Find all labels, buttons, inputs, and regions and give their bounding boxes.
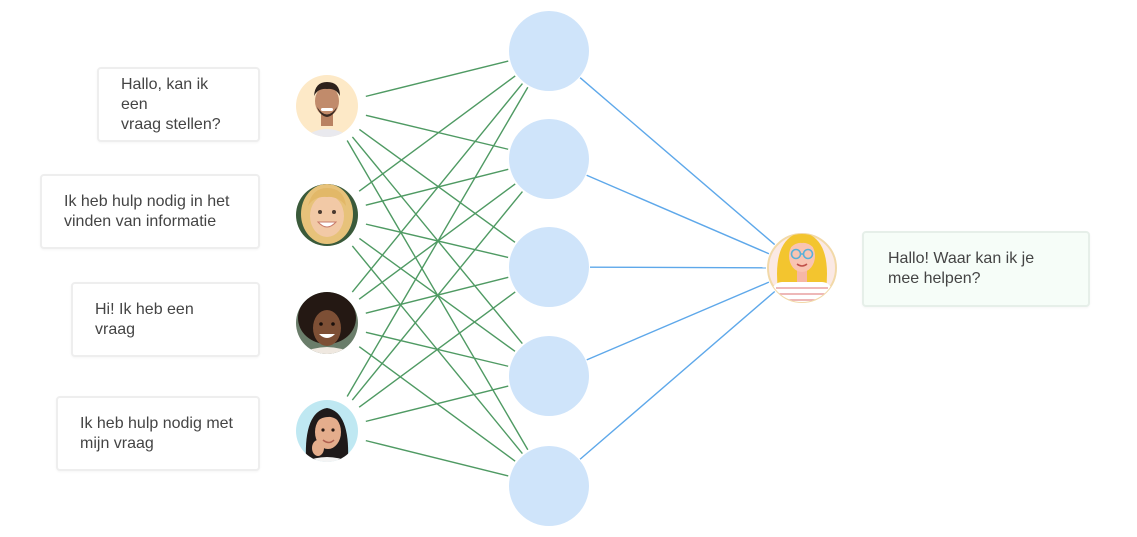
hidden-node — [509, 119, 589, 199]
input-connections — [346, 60, 529, 477]
input-connection-line — [351, 191, 523, 401]
user-message-text: Hi! Ik heb een vraag — [95, 300, 194, 338]
hidden-node — [509, 11, 589, 91]
output-connections — [579, 77, 776, 460]
output-connection-line — [589, 266, 767, 269]
assistant-reply-text: Hallo! Waar kan ik je mee helpen? — [888, 250, 1035, 287]
input-connection-line — [365, 223, 509, 259]
hidden-node — [509, 336, 589, 416]
input-connection-line — [365, 114, 509, 150]
hidden-node — [509, 227, 589, 307]
input-connection-line — [365, 385, 509, 423]
output-connection-line — [579, 77, 776, 246]
thinking-woman-avatar-icon — [296, 400, 358, 462]
user-message-text: Hallo, kan ik een vraag stellen? — [121, 75, 221, 133]
input-connection-line — [346, 86, 529, 397]
man-avatar-icon — [296, 75, 358, 137]
hidden-layer — [509, 11, 589, 526]
output-connection-line — [579, 290, 776, 460]
output-connection-line — [586, 174, 770, 255]
user-message-text: Ik heb hulp nodig in het vinden van info… — [64, 192, 230, 230]
user-message-text: Ik heb hulp nodig met mijn vraag — [80, 414, 233, 452]
assistant-avatar-icon — [767, 233, 837, 303]
input-connection-line — [358, 75, 516, 192]
user-message-bubble: Hallo, kan ik een vraag stellen? — [97, 67, 260, 142]
blonde-woman-avatar-icon — [296, 184, 358, 246]
user-message-bubble: Ik heb hulp nodig in het vinden van info… — [40, 174, 260, 249]
curly-hair-woman-avatar-icon — [296, 292, 358, 354]
user-message-bubble: Ik heb hulp nodig met mijn vraag — [56, 396, 260, 471]
input-connection-line — [365, 439, 509, 477]
assistant-reply-bubble: Hallo! Waar kan ik je mee helpen? — [862, 231, 1090, 307]
input-connection-line — [365, 60, 509, 98]
input-connection-line — [351, 83, 523, 293]
input-connection-line — [358, 128, 516, 243]
user-message-bubble: Hi! Ik heb een vraag — [71, 282, 260, 357]
hidden-node — [509, 446, 589, 526]
input-connection-line — [358, 291, 516, 408]
output-connection-line — [586, 281, 770, 361]
